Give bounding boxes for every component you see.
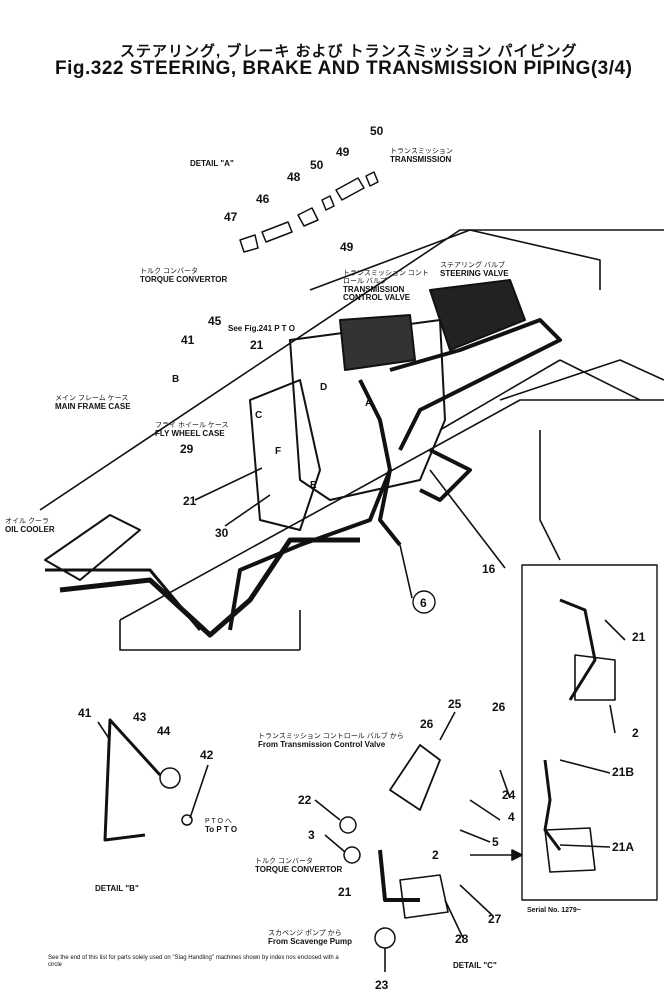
part-number-50: 50 [370, 124, 384, 138]
footnote: See the end of this list for parts solel… [48, 955, 339, 968]
part-number-26: 26 [492, 700, 506, 714]
flywheel-case [249, 379, 321, 531]
callout-a: A [365, 398, 373, 409]
detail-c-pipe [378, 849, 420, 902]
part-46-tube [261, 221, 293, 243]
figure-title-jp: ステアリング, ブレーキ および トランスミッション パイピング [120, 43, 578, 60]
part-number-30: 30 [215, 526, 229, 540]
detail-c-flange [399, 874, 449, 919]
inset-bottom-flange [544, 827, 596, 873]
part-23-oring [374, 927, 396, 949]
part-3-oring [343, 846, 361, 864]
inset-flange [574, 654, 616, 701]
part-number-47: 47 [224, 210, 238, 224]
part-number-42: 42 [200, 748, 214, 762]
part-number-21: 21 [183, 494, 197, 508]
part-number-45: 45 [208, 314, 222, 328]
part-number-46: 46 [256, 192, 270, 206]
callout-f: F [275, 446, 282, 457]
part-number-2: 2 [632, 726, 639, 740]
part-number-21b: 21B [612, 765, 635, 779]
part-number-22: 22 [298, 793, 312, 807]
pipe-main-1 [59, 537, 360, 638]
frame-outline [39, 229, 664, 651]
inset-arrowhead [511, 849, 523, 861]
part-number-26: 26 [420, 717, 434, 731]
part-number-41: 41 [78, 706, 92, 720]
steering-valve-body [429, 279, 526, 351]
part-number-2: 2 [432, 848, 439, 862]
part-number-21a: 21A [612, 840, 635, 854]
inset-pipe-21 [559, 598, 597, 701]
detail-b-flange [159, 767, 181, 789]
part-number-29: 29 [180, 442, 194, 456]
part-number-16: 16 [482, 562, 496, 576]
detail-b-pipe [103, 718, 162, 842]
detail-b-label: DETAIL "B" [95, 884, 139, 893]
part-number-23: 23 [375, 978, 389, 992]
part-number-25: 25 [448, 697, 462, 711]
detail-c-elbow [389, 744, 441, 811]
part-number-21: 21 [338, 885, 352, 899]
part-50b-ring [365, 171, 379, 187]
callout-d: D [320, 382, 328, 393]
pipe-vertical [358, 379, 402, 547]
part-42-oring [181, 814, 193, 826]
part-number-50: 50 [310, 158, 324, 172]
part-number-3: 3 [308, 828, 315, 842]
part-number-28: 28 [455, 932, 469, 946]
serial-inset-box [521, 564, 658, 901]
part-22-oring [339, 816, 357, 834]
control-valve-body [339, 314, 416, 371]
part-47-fitting [239, 234, 259, 253]
part-49-hose [335, 177, 365, 201]
part-number-21: 21 [250, 338, 264, 352]
frame-top [309, 229, 664, 401]
detail-a-label: DETAIL "A" [190, 159, 234, 168]
part-48-nut [297, 207, 319, 227]
part-number-49: 49 [336, 145, 350, 159]
part-number-5: 5 [492, 835, 499, 849]
oil-cooler-body [44, 514, 141, 581]
part-50-ring [321, 195, 335, 211]
part-number-43: 43 [133, 710, 147, 724]
part-number-4: 4 [508, 810, 515, 824]
part-number-44: 44 [157, 724, 171, 738]
part-number-27: 27 [488, 912, 502, 926]
callout-circle-6 [412, 590, 436, 614]
serial-no-label: Serial No. 1279~ [527, 907, 581, 914]
leader-lines [97, 467, 626, 972]
callout-c: C [255, 410, 263, 421]
pipe-main-2 [228, 469, 392, 631]
inset-pipe-21a [543, 759, 562, 851]
pipe-cooler [45, 568, 202, 631]
figure-title: Fig.322 STEERING, BRAKE AND TRANSMISSION… [55, 58, 633, 79]
part-number-41: 41 [181, 333, 195, 347]
part-number-49: 49 [340, 240, 354, 254]
detail-c-label: DETAIL "C" [453, 961, 497, 970]
callout-e: E [310, 480, 317, 491]
pipe-steer [389, 318, 562, 451]
part-number-21: 21 [632, 630, 646, 644]
part-number-48: 48 [287, 170, 301, 184]
part-number-24: 24 [502, 788, 516, 802]
see-fig-label: See Fig.241 P T O [228, 324, 295, 333]
part-number-6: 6 [420, 596, 427, 610]
pipe-right [419, 448, 472, 502]
callout-b: B [172, 374, 180, 385]
